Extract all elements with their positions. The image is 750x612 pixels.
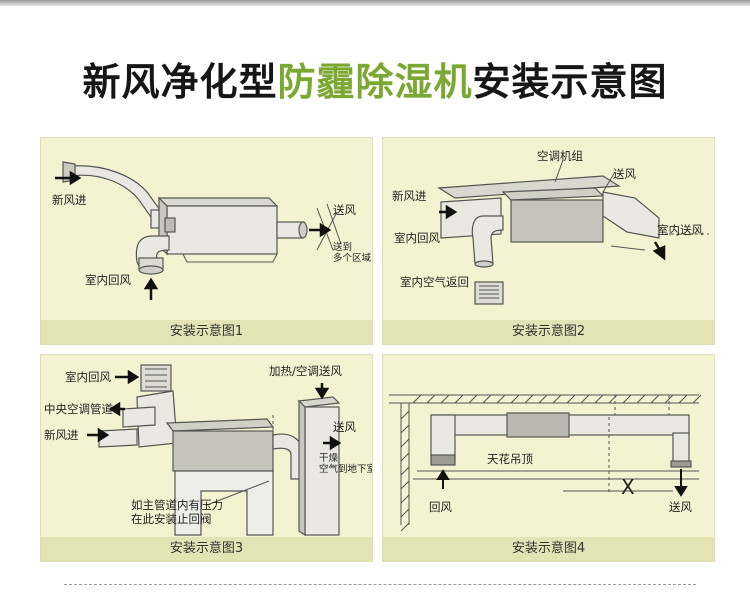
return-air-label: 回风 (429, 500, 452, 514)
caption-4: 安装示意图4 (383, 537, 714, 561)
indoor-return-label-3: 室内回风 (65, 370, 111, 384)
caption-3: 安装示意图3 (41, 537, 372, 561)
indoor-return-label: 室内回风 (85, 273, 131, 287)
bottom-divider (64, 584, 696, 585)
diagram-panel-4: 天花吊顶 X 回风 送风 安装示意图4 (382, 354, 715, 562)
ac-unit-label: 空调机组 (537, 149, 583, 163)
supply-air-label-2: 送风 (613, 167, 636, 181)
check-valve-note-line1: 如主管道内有压力 (131, 498, 223, 512)
central-ac-duct-label: 中央空调管道 (44, 402, 113, 416)
indoor-air-return-label: 室内空气返回 (400, 275, 469, 289)
dry-air-label-line2: 空气到地下室 (319, 464, 373, 475)
title-part-1: 新风净化型 (82, 60, 278, 104)
multi-zone-label-line2: 多个区域 (333, 253, 372, 264)
multi-zone-label-line1: 送到 (333, 242, 353, 253)
check-valve-note-line2: 在此安装止回阀 (131, 512, 212, 526)
heat-ac-supply-label: 加热/空调送风 (269, 364, 342, 378)
indoor-return-label-2: 室内回风 (394, 231, 440, 245)
diagram-panel-3: 室内回风 中央空调管道 新风进 加热/空调送风 送风 干燥 空气到地下室 如主管… (40, 354, 373, 562)
page-title: 新风净化型防霾除湿机安装示意图 (0, 58, 750, 106)
title-part-2: 防霾除湿机 (277, 60, 473, 104)
supply-air-label: 送风 (333, 203, 356, 217)
indoor-supply-label: 室内送风 (657, 223, 703, 237)
fresh-air-in-label-2: 新风进 (392, 189, 427, 203)
distance-x-label: X (621, 475, 635, 499)
fresh-air-in-label: 新风进 (52, 193, 87, 207)
installation-illustration-2 (437, 159, 709, 305)
installation-illustration-1 (55, 161, 342, 300)
supply-air-label-3: 送风 (333, 420, 356, 434)
dry-air-label-line1: 干燥 (319, 453, 339, 464)
installation-illustration-3 (87, 364, 342, 537)
fresh-air-in-label-3: 新风进 (44, 428, 79, 442)
ceiling-label: 天花吊顶 (487, 452, 533, 466)
installation-illustration-4 (389, 394, 702, 532)
caption-1: 安装示意图1 (41, 320, 372, 344)
top-border (0, 0, 750, 6)
diagram-panel-1: 新风进 送风 送到 多个区域 室内回风 安装示意图1 (40, 137, 373, 345)
caption-2: 安装示意图2 (383, 320, 714, 344)
diagram-panel-2: 空调机组 送风 新风进 室内送风 室内回风 室内空气返回 安装示意图2 (382, 137, 715, 345)
title-part-3: 安装示意图 (472, 60, 668, 104)
supply-air-label-4: 送风 (669, 500, 692, 514)
